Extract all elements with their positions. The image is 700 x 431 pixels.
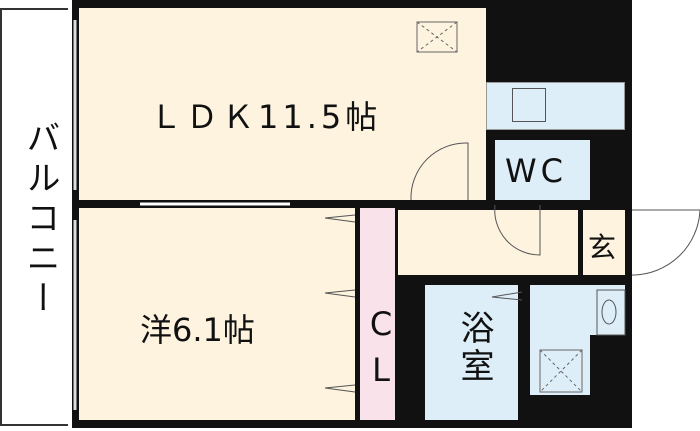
balcony: バルコニー — [0, 8, 68, 426]
western-label: 洋6.1帖 — [140, 311, 255, 349]
room-wc — [495, 140, 590, 200]
room-entrance — [583, 210, 625, 275]
kitchen-counter — [486, 82, 625, 130]
washroom — [530, 285, 625, 335]
door-swings — [324, 142, 700, 393]
hallway — [398, 210, 578, 275]
room-closet — [360, 208, 395, 420]
sink-icon — [512, 88, 546, 122]
ldk-label: ＬＤＫ11.5帖 — [150, 98, 382, 136]
ldk-corridor — [398, 130, 486, 200]
wc-label: WC — [505, 152, 567, 190]
room-western — [79, 208, 355, 420]
ventilation-icon — [416, 21, 583, 393]
balcony-label: バルコニー — [20, 120, 60, 320]
closet-label: CL — [362, 305, 400, 397]
room-bath — [425, 285, 518, 420]
washbasin-icon — [596, 289, 626, 336]
entrance-label: 玄 — [588, 231, 617, 264]
bath-label: 浴室 — [454, 310, 494, 386]
